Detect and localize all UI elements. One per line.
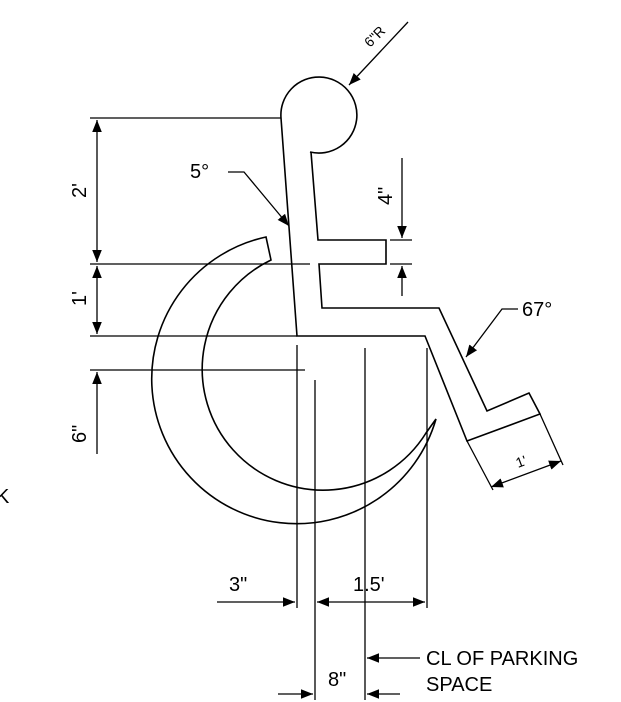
edge-mark: K <box>0 486 10 508</box>
dim-foot-label: 1' <box>513 452 529 471</box>
leader-lines <box>228 21 518 663</box>
wheel-outline <box>150 236 437 525</box>
centerline-label-line1: CL OF PARKING <box>426 648 578 670</box>
dim-1-5ft-label: 1.5' <box>353 574 385 596</box>
extension-lines <box>90 117 564 700</box>
body-outline <box>280 117 542 443</box>
angle-leg-label: 67° <box>522 299 552 321</box>
angle-back-label: 5° <box>190 161 209 183</box>
dim-4in-label: 4" <box>375 187 397 205</box>
radius-label: 6"R <box>361 23 388 50</box>
dim-2ft-label: 2' <box>69 183 91 198</box>
head-outline <box>280 76 358 154</box>
dim-3in-label: 3" <box>229 574 247 596</box>
dim-1ft-label: 1' <box>69 291 91 306</box>
dim-8in-label: 8" <box>328 669 346 691</box>
dimension-lines <box>92 120 562 699</box>
centerline-label-line2: SPACE <box>426 674 492 696</box>
dim-6in-label: 6" <box>69 425 91 443</box>
